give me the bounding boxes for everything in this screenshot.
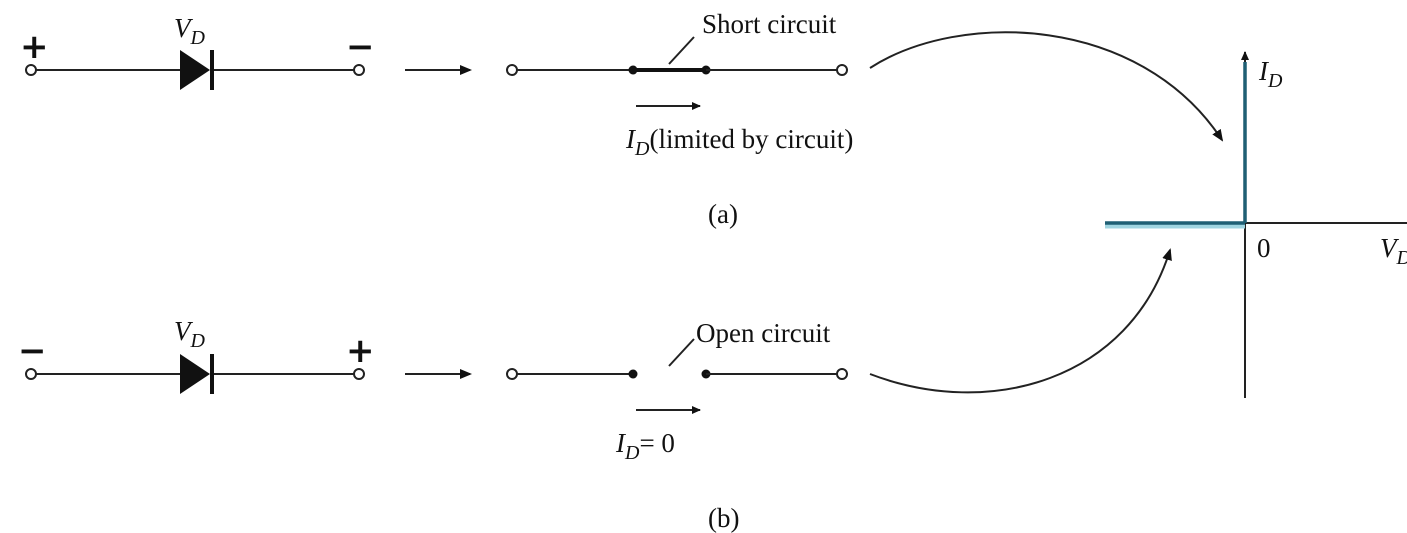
curved-arrow-to-horizontal	[869, 248, 1172, 394]
polarity-minus-a: −	[346, 27, 375, 67]
eq-terminal-right-a	[836, 64, 848, 76]
diode-circuit-a: + − VD	[20, 13, 375, 90]
x-axis-label: VD	[1380, 233, 1407, 269]
switch-label-leader-b	[668, 338, 695, 367]
caption-b: (b)	[708, 503, 739, 533]
panel-a: + − VD Short circuit ID(limited by circu…	[20, 9, 1224, 229]
polarity-plus-a: +	[20, 27, 49, 67]
open-circuit-label: Open circuit	[696, 318, 831, 348]
panel-b: − + VD Open circuit ID= 0 (b)	[18, 248, 1172, 533]
terminal-right-b	[353, 368, 365, 380]
switch-contact-left-a	[628, 65, 638, 75]
current-label-b: ID= 0	[615, 428, 675, 464]
diode-voltage-label-a: VD	[174, 13, 206, 49]
switch-label-leader-a	[668, 36, 695, 65]
polarity-minus-b: −	[18, 331, 47, 371]
terminal-right-a	[353, 64, 365, 76]
short-circuit-label: Short circuit	[702, 9, 837, 39]
diode-symbol-b	[180, 354, 210, 394]
terminal-left-b	[25, 368, 37, 380]
eq-terminal-left-b	[506, 368, 518, 380]
eq-terminal-right-b	[836, 368, 848, 380]
terminal-left-a	[25, 64, 37, 76]
equivalent-circuit-b: Open circuit ID= 0	[506, 318, 848, 464]
y-axis-label: ID	[1258, 56, 1283, 92]
characteristic-graph: ID 0 VD	[1105, 51, 1407, 398]
diode-voltage-label-b: VD	[174, 316, 206, 352]
switch-contact-left-b	[628, 369, 638, 379]
diode-symbol-a	[180, 50, 210, 90]
origin-label: 0	[1257, 233, 1271, 263]
curved-arrow-to-vertical	[869, 31, 1224, 142]
diode-circuit-b: − + VD	[18, 316, 375, 394]
current-label-a: ID(limited by circuit)	[625, 124, 853, 160]
caption-a: (a)	[708, 199, 738, 229]
polarity-plus-b: +	[346, 331, 375, 371]
eq-terminal-left-a	[506, 64, 518, 76]
equivalent-circuit-a: Short circuit ID(limited by circuit)	[506, 9, 853, 160]
